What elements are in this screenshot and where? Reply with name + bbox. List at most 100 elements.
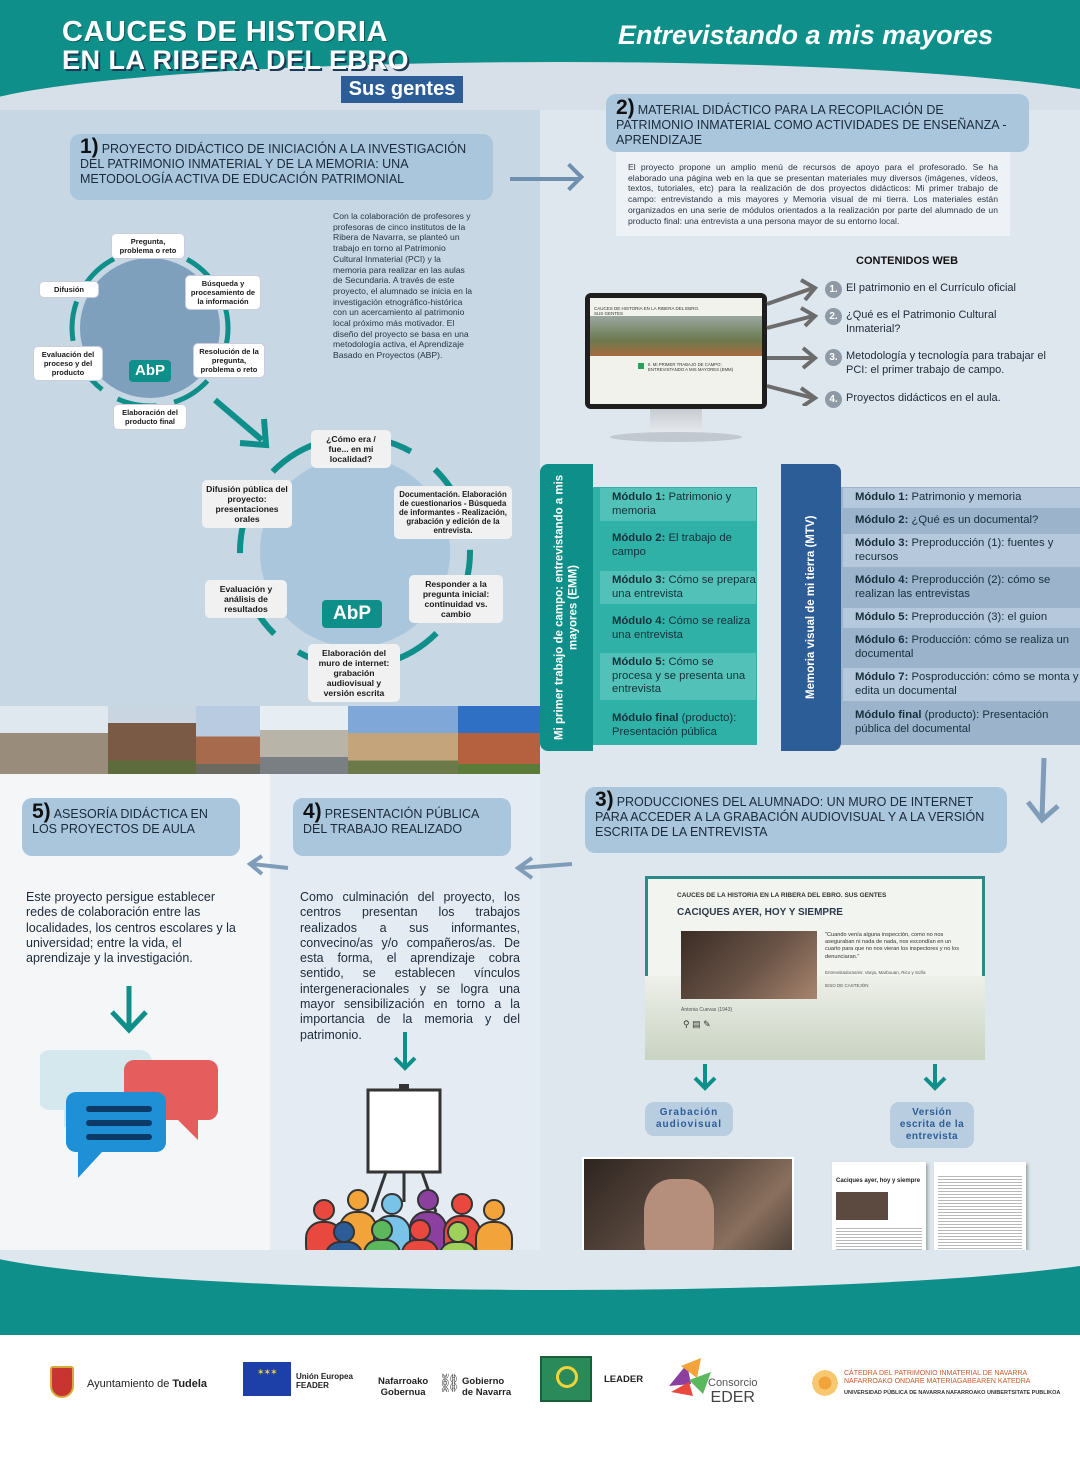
emm-bar: Mi primer trabajo de campo: entrevistand… <box>540 464 593 751</box>
module-text: Preproducción (1): fuentes y recursos <box>855 537 1054 563</box>
web-item-number: 3. <box>825 349 842 366</box>
footer-wave <box>0 1250 1080 1335</box>
emm-module-1[interactable]: Módulo 1: Patrimonio y memoria <box>600 488 756 522</box>
cycle-large-node-documentation: Documentación. Elaboración de cuestionar… <box>394 486 512 539</box>
mtv-module-4[interactable]: Módulo 4: Preproducción (2): cómo se rea… <box>843 571 1080 604</box>
emm-module-3[interactable]: Módulo 3: Cómo se prepara una entrevista <box>600 571 756 605</box>
mtv-bar: Memoria visual de mi tierra (MTV) <box>781 464 841 751</box>
section5-title: ASESORÍA DIDÁCTICA EN LOS PROYECTOS DE A… <box>32 807 208 836</box>
section3-title: PRODUCCIONES DEL ALUMNADO: UN MURO DE IN… <box>595 795 985 839</box>
arrow-to-section2 <box>510 177 580 181</box>
monitor-base <box>610 432 742 442</box>
section1-number: 1) <box>80 135 99 158</box>
website-screen: CAUCES DE HISTORIA EN LA RIBERA DEL EBRO… <box>590 298 762 404</box>
sus-gentes-badge: Sus gentes <box>341 76 463 103</box>
module-label: Módulo 2: <box>612 532 666 544</box>
mtv-module-7[interactable]: Módulo 7: Posproducción: cómo se monta y… <box>843 668 1080 702</box>
school-photo-4 <box>260 706 348 774</box>
card-credits: Entrevistadoras/es: Vanja, Marbouan, Ric… <box>825 970 926 975</box>
school-photo-1 <box>0 706 108 774</box>
module-text: Cómo se procesa y se presenta una entrev… <box>612 656 746 696</box>
card-video-thumbnail[interactable] <box>681 931 817 999</box>
speech-bubbles-icon <box>40 1050 218 1178</box>
logo-eder-line2: EDER <box>710 1389 755 1406</box>
logo-nav-line1: Nafarroako <box>378 1376 429 1387</box>
module-text: (producto): Presentación pública del doc… <box>855 709 1049 735</box>
abp-small-label: AbP <box>129 360 171 382</box>
mtv-module-1[interactable]: Módulo 1: Patrimonio y memoria <box>843 488 1080 508</box>
web-item-4[interactable]: 4.Proyectos didácticos en el aula. <box>825 391 1056 408</box>
logo-eder-line1: Consorcio <box>708 1377 758 1389</box>
module-text: Patrimonio y memoria <box>612 491 732 517</box>
card-school: IESO DE CASTEJÓN <box>825 983 869 988</box>
module-label: Módulo 5: <box>612 656 666 668</box>
doc-photo <box>836 1192 888 1220</box>
cycle-node-resolution: Resolución de la pregunta, problema o re… <box>194 344 264 377</box>
cycle-node-final-product: Elaboración del producto final <box>114 405 186 429</box>
website-caption: II. MI PRIMER TRABAJO DE CAMPO: ENTREVIS… <box>648 362 734 372</box>
logo-eu-line2: FEADER <box>296 1381 329 1390</box>
mtv-module-2[interactable]: Módulo 2: ¿Qué es un documental? <box>843 511 1080 531</box>
logo-leader: LEADER <box>604 1374 644 1385</box>
web-item-3[interactable]: 3.Metodología y tecnología para trabajar… <box>825 349 1056 377</box>
arrow-down-network <box>110 986 148 1034</box>
mtv-module-5[interactable]: Módulo 5: Preproducción (3): el guion <box>843 608 1080 628</box>
logo-eu-line1: Unión Europea <box>296 1372 353 1381</box>
footer-wave-curve <box>0 1250 1080 1290</box>
section4-title-box: 4)PRESENTACIÓN PÚBLICA DEL TRABAJO REALI… <box>293 798 511 856</box>
emm-module-4[interactable]: Módulo 4: Cómo se realiza una entrevista <box>600 612 756 645</box>
module-text: Preproducción (3): el guion <box>911 611 1048 623</box>
mtv-module-3[interactable]: Módulo 3: Preproducción (1): fuentes y r… <box>843 534 1080 568</box>
mtv-module-final[interactable]: Módulo final (producto): Presentación pú… <box>843 706 1080 739</box>
interview-wall-card[interactable]: CAUCES DE LA HISTORIA EN LA RIBERA DEL E… <box>645 876 985 1060</box>
module-label: Módulo 4: <box>855 574 909 586</box>
module-label: Módulo 3: <box>855 537 909 549</box>
subtitle: Entrevistando a mis mayores <box>618 20 994 50</box>
eder-logo-icon <box>669 1358 711 1396</box>
module-label: Módulo final <box>855 709 922 721</box>
section3-number: 3) <box>595 788 614 811</box>
website-green-icon <box>638 363 644 369</box>
section4-title: PRESENTACIÓN PÚBLICA DEL TRABAJO REALIZA… <box>303 807 479 836</box>
card-header: CAUCES DE LA HISTORIA EN LA RIBERA DEL E… <box>677 892 887 899</box>
mtv-module-6[interactable]: Módulo 6: Producción: cómo se realiza un… <box>843 631 1080 664</box>
arrow-down-audio <box>693 1064 717 1091</box>
section1-text: Con la colaboración de profesores y prof… <box>333 211 473 361</box>
section4-number: 4) <box>303 800 322 823</box>
cycle-large-node-question: ¿Cómo era / fue... en mi localidad? <box>311 430 391 468</box>
web-item-1[interactable]: 1.El patrimonio en el Currículo oficial <box>825 281 1056 298</box>
module-text: Cómo se prepara una entrevista <box>612 574 756 600</box>
cycle-large-node-wall: Elaboración del muro de internet: grabac… <box>308 644 400 702</box>
school-photo-5 <box>348 706 458 774</box>
logo-catedra-line1: CÁTEDRA DEL PATRIMONIO INMATERIAL DE NAV… <box>844 1370 1028 1377</box>
module-text: Cómo se realiza una entrevista <box>612 615 751 641</box>
website-banner-image <box>590 316 762 356</box>
logo-nav-line4: de Navarra <box>462 1387 512 1398</box>
website-monitor: CAUCES DE HISTORIA EN LA RIBERA DEL EBRO… <box>585 293 767 409</box>
card-action-icons[interactable]: ⚲ ▤ ✎ <box>683 1019 711 1029</box>
logo-catedra-univ: UNIVERSIDAD PÚBLICA DE NAVARRA <box>844 1390 946 1396</box>
card-title: CACIQUES AYER, HOY Y SIEMPRE <box>677 907 843 918</box>
schools-photo-strip <box>0 706 540 774</box>
module-label: Módulo 3: <box>612 574 666 586</box>
web-item-number: 1. <box>825 281 842 298</box>
emm-module-final[interactable]: Módulo final (producto): Presentación pú… <box>600 709 756 742</box>
module-label: Módulo 6: <box>855 634 909 646</box>
arrow-down-right-icon <box>213 397 270 449</box>
logo-tudela-text: Ayuntamiento de <box>87 1378 170 1390</box>
emm-module-5[interactable]: Módulo 5: Cómo se procesa y se presenta … <box>600 653 756 700</box>
section5-number: 5) <box>32 800 51 823</box>
emm-module-2[interactable]: Módulo 2: El trabajo de campo <box>600 529 756 562</box>
cycle-large-node-answer: Responder a la pregunta inicial: continu… <box>409 575 503 623</box>
module-label: Módulo 5: <box>855 611 909 623</box>
cycle-large-node-evaluation: Evaluación y análisis de resultados <box>205 580 287 618</box>
eu-stars-icon: ✶✶✶ <box>257 1367 278 1377</box>
cycle-large-node-diffusion: Difusión pública del proyecto: presentac… <box>202 480 292 528</box>
logo-nav-line2: Gobernua <box>380 1387 426 1398</box>
module-label: Módulo 2: <box>855 514 909 526</box>
web-item-2[interactable]: 2.¿Qué es el Patrimonio Cultural Inmater… <box>825 308 1036 336</box>
section1-title: PROYECTO DIDÁCTICO DE INICIACIÓN A LA IN… <box>80 142 467 186</box>
arrow-down-text <box>923 1064 947 1091</box>
